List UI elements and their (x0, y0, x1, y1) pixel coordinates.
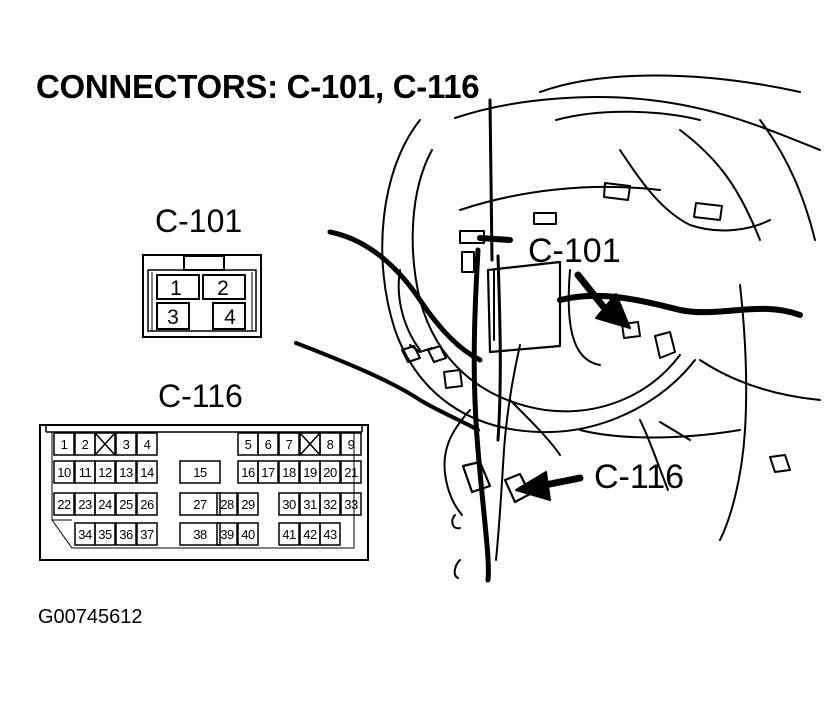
c116-pin-cell (136, 492, 158, 516)
c116-pin-number: 4 (144, 437, 151, 452)
c116-pin-cell (278, 432, 300, 456)
c116-pin-number: 10 (57, 465, 71, 480)
c116-blocked-cell (299, 432, 321, 456)
c116-pin-number: 28 (220, 497, 234, 512)
c116-pin-number: 36 (119, 527, 133, 542)
c116-blocked-cell (94, 432, 116, 456)
c116-pin-cell (216, 492, 238, 516)
c116-pin-number: 38 (193, 527, 207, 542)
c116-pin-number: 1 (61, 437, 68, 452)
c116-pin-cell (179, 492, 221, 516)
c116-pin-cell (179, 522, 221, 546)
c116-pin-number: 11 (79, 465, 92, 480)
c116-pin-number: 30 (282, 497, 296, 512)
c116-pin-number: 5 (245, 437, 252, 452)
c116-pin-cell (216, 522, 238, 546)
c116-blocked-marks (94, 432, 321, 456)
c116-pin-number: 16 (241, 465, 255, 480)
c101-pin: 4 (224, 306, 236, 329)
c116-pin-number: 6 (265, 437, 272, 452)
c116-pin-cell (319, 522, 341, 546)
c116-pin-cell (53, 492, 75, 516)
c116-pin-cell (237, 522, 259, 546)
c116-pin-number: 26 (140, 497, 154, 512)
c116-blocked-mark (94, 432, 116, 456)
c116-pin-number: 20 (323, 465, 337, 480)
c116-pin-number: 8 (327, 437, 334, 452)
c116-pin-cell (115, 460, 137, 484)
c116-pin-cell (257, 432, 279, 456)
c116-pin-number: 22 (57, 497, 71, 512)
c116-pin-cell (319, 492, 341, 516)
c116-pin-number: 9 (348, 437, 355, 452)
c116-pin-number: 24 (98, 497, 112, 512)
c116-pin-number: 7 (286, 437, 293, 452)
c116-pin-number: 25 (119, 497, 133, 512)
c101-diagram-label: C-101 (155, 203, 243, 239)
c116-pin-cell (136, 522, 158, 546)
c116-pin-cell (278, 522, 300, 546)
c101-pin: 1 (170, 277, 182, 300)
c101-pin: 2 (217, 277, 229, 300)
c116-pin-cell (115, 432, 137, 456)
c116-pin-cell (136, 432, 158, 456)
c116-pin-cell (340, 492, 362, 516)
c116-pin-number: 29 (241, 497, 255, 512)
c116-pin-cell (94, 460, 116, 484)
c116-pin-number: 17 (261, 465, 275, 480)
c116-pin-number: 32 (323, 497, 337, 512)
c116-pin-cell (257, 460, 279, 484)
c116-pin-cell (340, 460, 362, 484)
c116-pin-number: 3 (123, 437, 130, 452)
c116-pin-cell (278, 460, 300, 484)
c116-pin-number: 15 (193, 465, 207, 480)
c116-pin-number: 33 (344, 497, 358, 512)
c116-blocked-mark (299, 432, 321, 456)
c116-pin-number: 39 (220, 527, 234, 542)
c116-pin-number: 40 (241, 527, 255, 542)
c116-pin-cell (136, 460, 158, 484)
c116-pin-cell (53, 460, 75, 484)
c116-callout-label: C-116 (594, 458, 685, 496)
c116-pin-number: 31 (303, 497, 317, 512)
c116-pin-cell (115, 492, 137, 516)
c116-cells (53, 432, 362, 546)
c116-pin-cell (179, 460, 221, 484)
c116-pin-number: 21 (344, 465, 358, 480)
c116-pin-number: 23 (78, 497, 92, 512)
c116-pin-number: 13 (119, 465, 133, 480)
c116-connector-face (39, 424, 369, 561)
c116-pin-number: 42 (303, 527, 317, 542)
page-title: CONNECTORS: C-101, C-116 (36, 68, 480, 105)
c116-pin-cell (115, 522, 137, 546)
figure-id: G00745612 (38, 606, 143, 628)
c116-pin-cell (94, 522, 116, 546)
c116-pin-number: 2 (82, 437, 89, 452)
c116-diagram-label: C-116 (158, 378, 243, 414)
c116-pin-cell (94, 492, 116, 516)
c116-pin-number: 19 (303, 465, 317, 480)
c101-pin: 3 (167, 306, 179, 329)
c116-pin-cell (340, 432, 362, 456)
c116-pin-number: 12 (98, 465, 112, 480)
c116-pin-cell (319, 460, 341, 484)
c116-pin-number: 41 (282, 527, 296, 542)
c116-pin-number: 35 (98, 527, 112, 542)
c116-pin-number: 34 (78, 527, 92, 542)
c116-pin-number: 14 (140, 465, 154, 480)
c116-pin-cell (237, 492, 259, 516)
c116-pin-number: 37 (140, 527, 154, 542)
c116-pin-number: 43 (323, 527, 337, 542)
c116-pin-number: 27 (193, 497, 207, 512)
c116-pin-cell (278, 492, 300, 516)
c116-pin-cell (53, 432, 75, 456)
harness-illustration (294, 74, 821, 583)
c101-connector-face (142, 254, 262, 338)
c116-pin-number: 18 (282, 465, 296, 480)
